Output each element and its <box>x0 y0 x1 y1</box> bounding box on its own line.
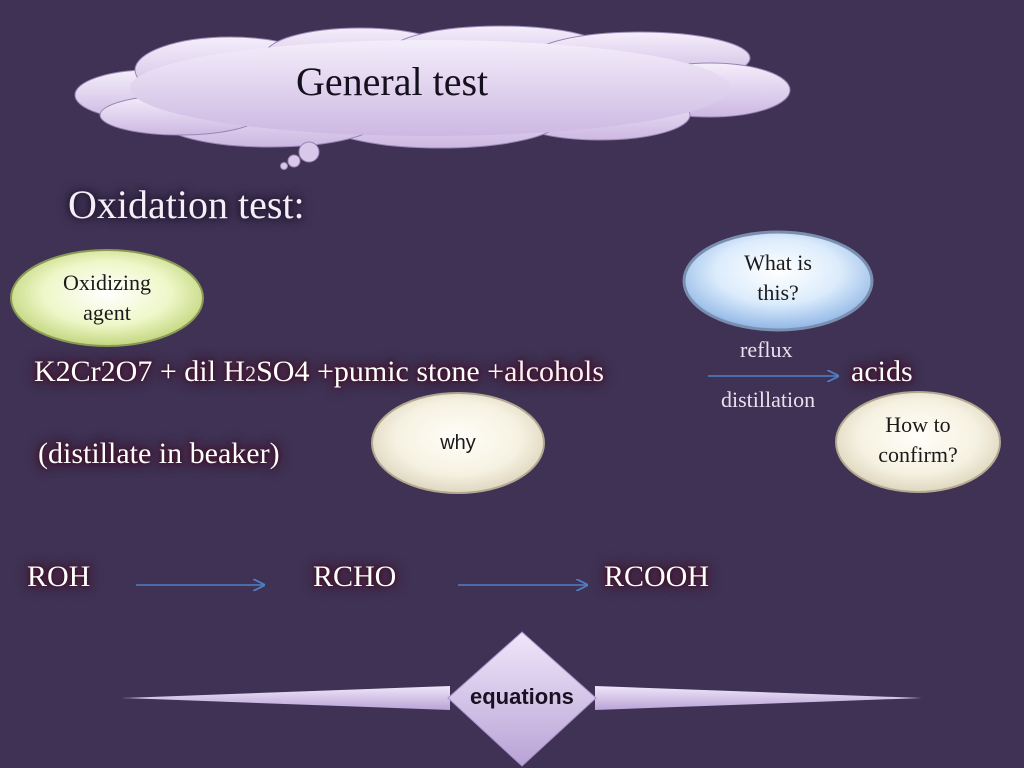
reflux-label: reflux <box>740 337 793 362</box>
oxidizing-agent-label: Oxidizing agent <box>32 268 182 327</box>
oxidizing-agent-line1: Oxidizing <box>63 270 151 295</box>
reactant-alcohols: alcohols <box>504 355 605 388</box>
reagents-text-2: SO4 +pumic stone + <box>256 355 505 388</box>
how-to-confirm-line1: How to <box>885 412 951 437</box>
distillation-label: distillation <box>721 387 816 412</box>
reaction-equation: K2Cr2O7 + dil H2SO4 +pumic stone +alcoho… <box>34 355 604 389</box>
what-is-this-bubble <box>682 230 874 332</box>
how-to-confirm-line2: confirm? <box>878 441 958 467</box>
why-bubble <box>371 392 545 494</box>
product-acids: acids <box>851 355 913 388</box>
thought-cloud <box>74 25 791 170</box>
why-label: why <box>440 432 476 454</box>
distillate-note: (distillate in beaker) <box>38 437 280 470</box>
how-to-confirm-bubble <box>835 391 1001 493</box>
oxidation-test-heading: Oxidation test: <box>68 182 305 227</box>
what-is-this-line2: this? <box>757 279 799 305</box>
oxidizing-agent-bubble <box>10 249 204 347</box>
sequence-roh: ROH <box>27 560 91 593</box>
reagents-subscript: 2 <box>245 361 257 386</box>
oxidizing-agent-line2: agent <box>83 299 131 325</box>
equations-diamond <box>122 631 922 767</box>
how-to-confirm-label: How to confirm? <box>843 410 993 469</box>
reagents-text-1: K2Cr2O7 + dil H <box>34 355 246 388</box>
slide-title: General test <box>296 59 489 104</box>
what-is-this-label: What is this? <box>703 248 853 307</box>
equations-label: equations <box>470 684 574 709</box>
sequence-rcho: RCHO <box>313 560 397 593</box>
what-is-this-line1: What is <box>744 250 812 275</box>
sequence-rcooh: RCOOH <box>604 560 710 593</box>
